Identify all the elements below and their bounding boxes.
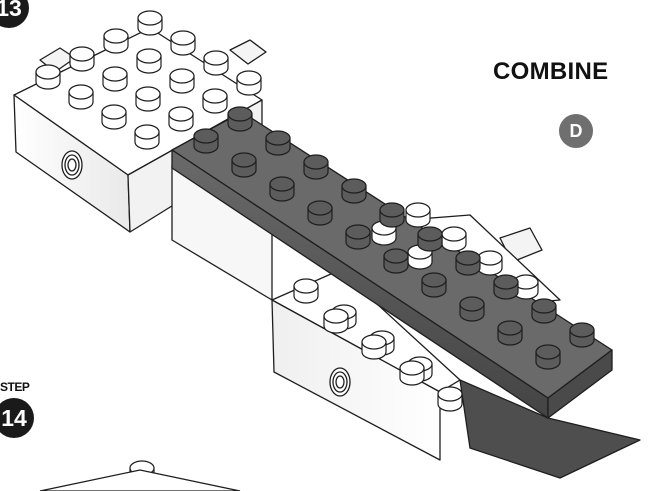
stud [137,10,163,36]
stud [569,322,595,348]
stud [136,48,162,74]
stud [269,176,295,202]
stud [417,226,443,252]
stud [170,30,196,56]
subassembly-letter: D [569,120,583,141]
stud [227,106,253,132]
stud [383,248,409,274]
stud [193,128,219,154]
stud [341,178,367,204]
stud [323,308,349,334]
stud [135,86,161,112]
step-14-badge: 14 [0,398,34,438]
stud [102,66,128,92]
stud [441,226,467,252]
next-step-brick-partial [39,469,241,491]
stud [203,50,229,76]
stud [68,84,94,110]
step-13-badge: 13 [0,0,29,28]
stud [101,104,127,130]
step-label: STEP [0,380,30,394]
step-14-number: 14 [1,404,27,431]
stud [535,344,561,370]
stud [493,274,519,300]
stud [459,296,485,322]
stud [345,224,371,250]
stud [134,124,160,150]
stud [168,106,194,132]
stud [265,130,291,156]
step-13-number: 13 [0,0,22,21]
stud [293,278,319,304]
studs-white-right [371,202,539,300]
stud [531,298,557,324]
stud [231,152,257,178]
stud [236,70,262,96]
stud [379,202,405,228]
subassembly-badge: D [559,114,593,148]
stud [69,46,95,72]
combine-title: COMBINE [493,58,609,85]
stud [361,334,387,360]
stud [437,386,463,412]
stud [405,202,431,228]
studs-dark-plate [193,106,595,370]
stud [307,200,333,226]
stud [477,250,503,276]
stud [497,320,523,346]
stud [421,272,447,298]
stud [399,360,425,386]
studs-white-left [35,10,262,150]
stud [169,68,195,94]
stud [202,88,228,114]
stud [303,154,329,180]
stud [455,250,481,276]
stud [103,28,129,54]
stud [35,64,61,90]
